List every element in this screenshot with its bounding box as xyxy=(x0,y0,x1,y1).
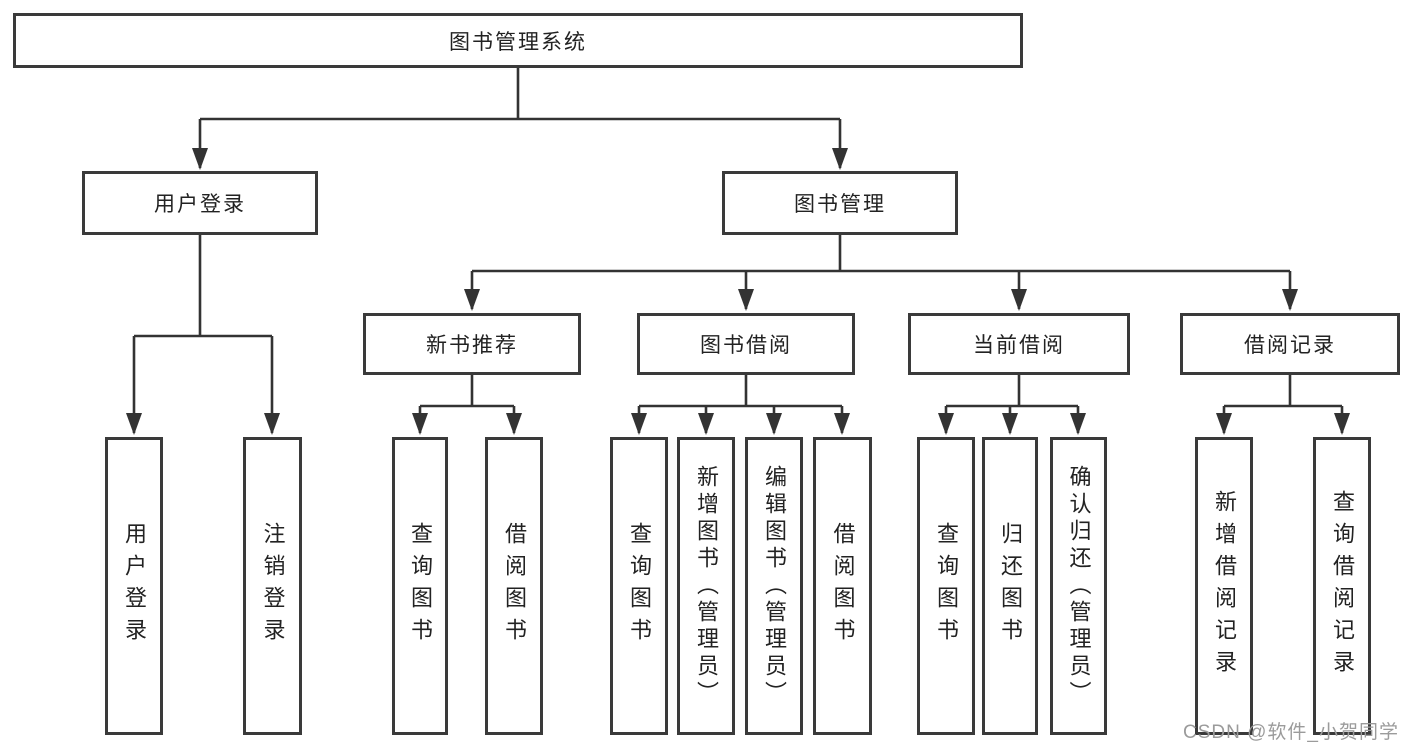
leaf-node-borrow-books-2: 借阅图书 xyxy=(813,437,872,735)
leaf-node-edit-books-admin: 编辑图书（管理员） xyxy=(745,437,803,735)
leaf-node-add-books-admin: 新增图书（管理员） xyxy=(677,437,735,735)
leaf-node-query-borrow-record: 查询借阅记录 xyxy=(1313,437,1371,735)
leaf-node-confirm-return-admin: 确认归还（管理员） xyxy=(1050,437,1107,735)
branch-node-book-management: 图书管理 xyxy=(722,171,958,235)
leaf-node-borrow-books-1: 借阅图书 xyxy=(485,437,543,735)
leaf-node-logout: 注销登录 xyxy=(243,437,302,735)
leaf-node-query-books-3: 查询图书 xyxy=(917,437,975,735)
group-node-new-book-recommend: 新书推荐 xyxy=(363,313,581,375)
leaf-node-return-books: 归还图书 xyxy=(982,437,1038,735)
group-node-borrow-record: 借阅记录 xyxy=(1180,313,1400,375)
branch-node-user-login: 用户登录 xyxy=(82,171,318,235)
leaf-node-query-books-2: 查询图书 xyxy=(610,437,668,735)
root-node-library-system: 图书管理系统 xyxy=(13,13,1023,68)
group-node-current-borrow: 当前借阅 xyxy=(908,313,1130,375)
leaf-node-user-login: 用户登录 xyxy=(105,437,163,735)
watermark: CSDN @软件_小贺同学 xyxy=(1183,722,1399,743)
leaf-node-query-books-1: 查询图书 xyxy=(392,437,448,735)
leaf-node-add-borrow-record: 新增借阅记录 xyxy=(1195,437,1253,735)
group-node-book-borrow: 图书借阅 xyxy=(637,313,855,375)
